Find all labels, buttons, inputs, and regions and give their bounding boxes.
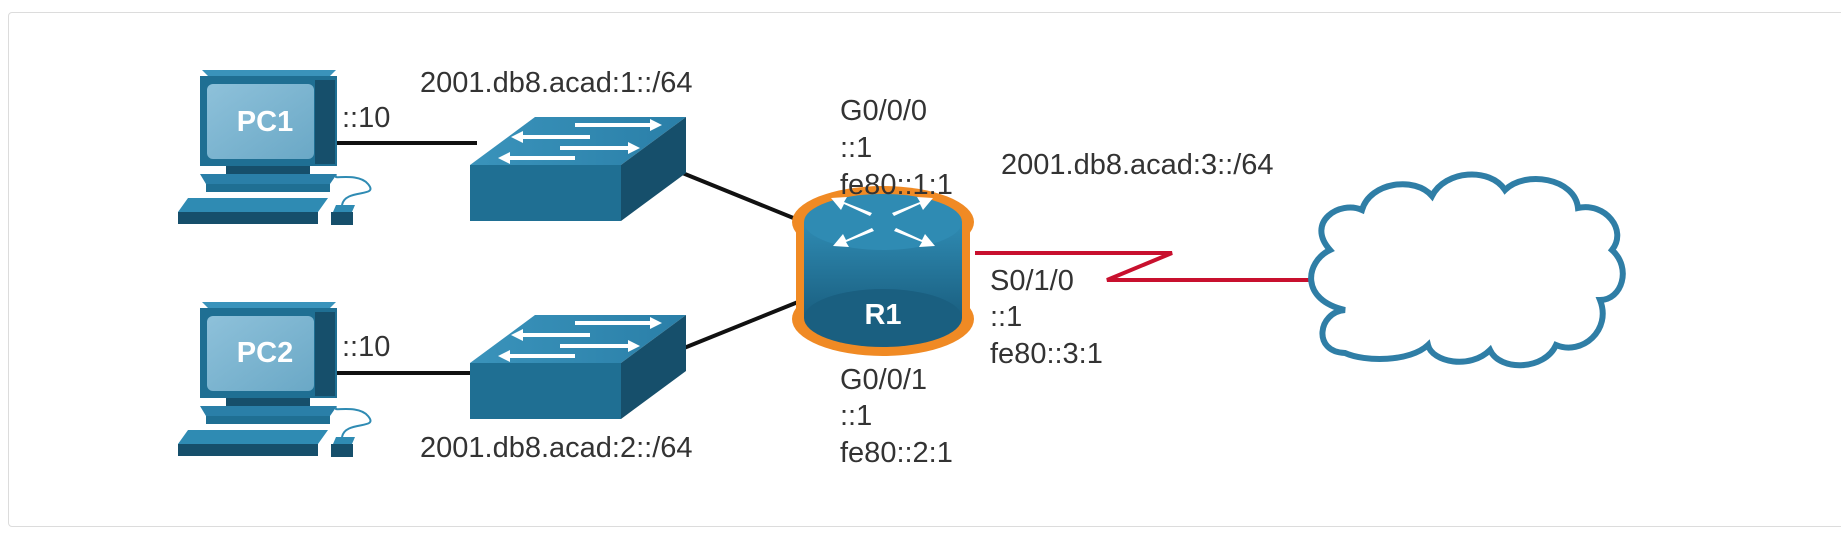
cloud-icon[interactable]	[1308, 171, 1626, 369]
g001-lla: fe80::2:1	[840, 437, 953, 469]
g000-gua: ::1	[840, 132, 872, 164]
lan2-network-label: 2001.db8.acad:2::/64	[420, 432, 693, 464]
lan1-network-label: 2001.db8.acad:1::/64	[420, 67, 693, 99]
pc1-label: PC1	[237, 106, 293, 138]
router-r1-icon[interactable]	[792, 186, 974, 356]
pc2-label: PC2	[237, 337, 293, 369]
pc1-address: ::10	[342, 102, 390, 134]
g001-interface-name: G0/0/1	[840, 364, 927, 396]
g000-interface-name: G0/0/0	[840, 95, 927, 127]
wan-network-label: 2001.db8.acad:3::/64	[1001, 149, 1274, 181]
pc2-icon[interactable]	[178, 302, 372, 457]
pc2-address: ::10	[342, 331, 390, 363]
s010-gua: ::1	[990, 301, 1022, 333]
s010-lla: fe80::3:1	[990, 338, 1103, 370]
diagram-frame	[8, 12, 1841, 527]
pc1-icon[interactable]	[178, 70, 372, 225]
g001-gua: ::1	[840, 400, 872, 432]
s010-interface-name: S0/1/0	[990, 265, 1074, 297]
switch2-router-link	[683, 300, 799, 350]
router-r1-label: R1	[864, 299, 901, 331]
switch1-icon[interactable]	[470, 117, 686, 221]
g000-lla: fe80::1:1	[840, 169, 953, 201]
switch2-icon[interactable]	[470, 315, 686, 419]
